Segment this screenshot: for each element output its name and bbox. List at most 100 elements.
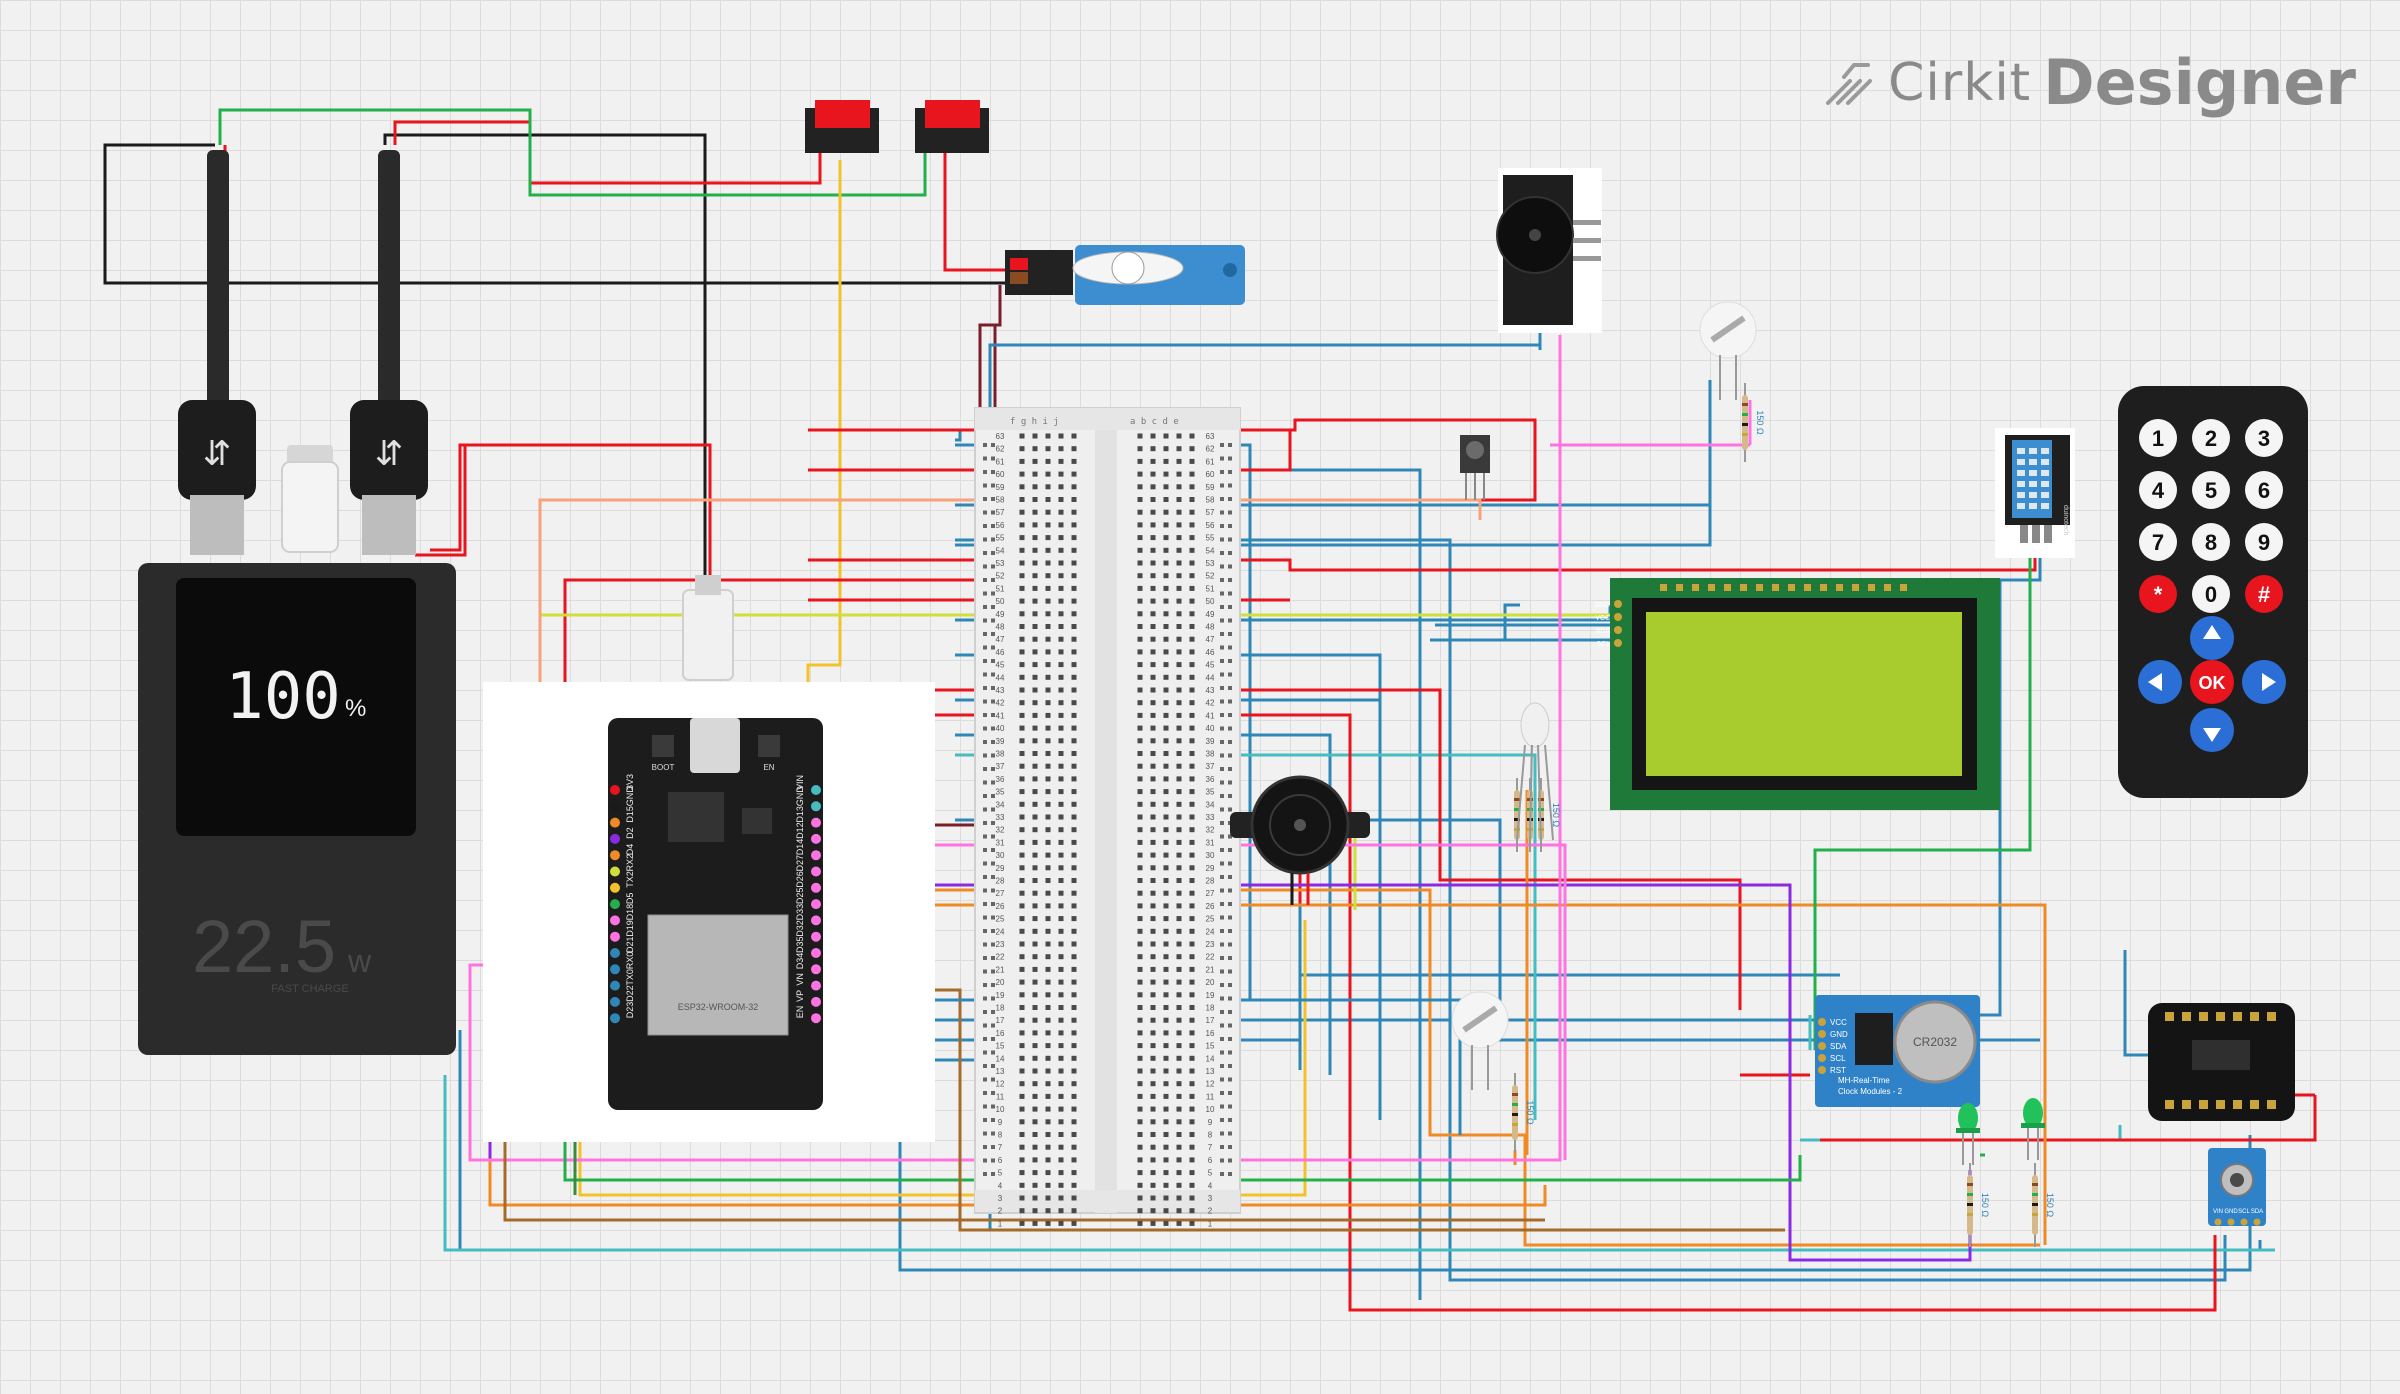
- breadboard-hole[interactable]: [1189, 560, 1195, 566]
- breadboard-hole[interactable]: [1045, 687, 1051, 693]
- breadboard-hole[interactable]: [1176, 979, 1182, 985]
- breadboard-hole[interactable]: [1071, 471, 1077, 477]
- rail-hole[interactable]: [1228, 807, 1232, 812]
- rail-hole[interactable]: [1228, 672, 1232, 677]
- breadboard-hole[interactable]: [1071, 598, 1077, 604]
- breadboard-hole[interactable]: [1019, 839, 1025, 845]
- breadboard-hole[interactable]: [1071, 941, 1077, 947]
- breadboard-hole[interactable]: [1163, 878, 1169, 883]
- breadboard-hole[interactable]: [1163, 763, 1169, 769]
- mlx-pin[interactable]: [2227, 1218, 2235, 1226]
- breadboard-hole[interactable]: [1163, 839, 1169, 845]
- breadboard-hole[interactable]: [1150, 1170, 1156, 1176]
- breadboard-hole[interactable]: [1045, 725, 1051, 731]
- breadboard-hole[interactable]: [1137, 979, 1143, 985]
- rail-hole[interactable]: [991, 1010, 995, 1014]
- breadboard-hole[interactable]: [1137, 1030, 1143, 1036]
- esp32-pin[interactable]: [811, 899, 821, 910]
- rail-hole[interactable]: [983, 443, 987, 447]
- breadboard-hole[interactable]: [1058, 1043, 1064, 1049]
- breadboard-hole[interactable]: [1189, 598, 1195, 604]
- breadboard-hole[interactable]: [1163, 1043, 1169, 1049]
- breadboard-hole[interactable]: [1058, 433, 1064, 439]
- breadboard-hole[interactable]: [1176, 1195, 1182, 1201]
- breadboard-hole[interactable]: [1019, 992, 1025, 998]
- breadboard-hole[interactable]: [1071, 573, 1077, 579]
- rail-hole[interactable]: [983, 807, 987, 812]
- breadboard-hole[interactable]: [1071, 700, 1077, 706]
- breadboard-hole[interactable]: [1058, 1093, 1064, 1099]
- breadboard-hole[interactable]: [1150, 1220, 1156, 1226]
- rail-hole[interactable]: [1228, 1010, 1232, 1014]
- breadboard-hole[interactable]: [1189, 827, 1195, 833]
- breadboard-hole[interactable]: [1189, 763, 1195, 769]
- breadboard-hole[interactable]: [1176, 712, 1182, 718]
- breadboard-hole[interactable]: [1071, 852, 1077, 858]
- rail-hole[interactable]: [983, 767, 987, 771]
- rail-hole[interactable]: [1228, 1091, 1232, 1095]
- rail-hole[interactable]: [1228, 1023, 1232, 1028]
- breadboard-hole[interactable]: [1150, 1208, 1156, 1214]
- rail-hole[interactable]: [1228, 605, 1232, 609]
- rail-hole[interactable]: [1220, 686, 1224, 690]
- breadboard-hole[interactable]: [1176, 763, 1182, 769]
- breadboard-hole[interactable]: [1071, 1157, 1077, 1163]
- rail-hole[interactable]: [991, 915, 995, 920]
- rail-hole[interactable]: [983, 591, 987, 596]
- breadboard-hole[interactable]: [1176, 674, 1182, 680]
- rail-hole[interactable]: [983, 753, 987, 758]
- rail-hole[interactable]: [983, 1050, 987, 1055]
- breadboard-hole[interactable]: [1189, 1170, 1195, 1176]
- breadboard-hole[interactable]: [1137, 966, 1143, 972]
- rail-hole[interactable]: [1220, 753, 1224, 758]
- breadboard-hole[interactable]: [1176, 1093, 1182, 1099]
- rail-hole[interactable]: [1220, 497, 1224, 501]
- breadboard-hole[interactable]: [1071, 611, 1077, 617]
- breadboard-hole[interactable]: [1189, 1182, 1195, 1188]
- breadboard-hole[interactable]: [1058, 446, 1064, 452]
- esp32-pin[interactable]: [811, 915, 821, 926]
- breadboard-hole[interactable]: [1032, 560, 1038, 566]
- rail-hole[interactable]: [1220, 821, 1224, 825]
- breadboard-hole[interactable]: [1019, 560, 1025, 566]
- breadboard-hole[interactable]: [1071, 446, 1077, 452]
- breadboard-hole[interactable]: [1137, 1220, 1143, 1226]
- breadboard-hole[interactable]: [1058, 916, 1064, 922]
- breadboard-hole[interactable]: [1071, 878, 1077, 883]
- breadboard-hole[interactable]: [1058, 687, 1064, 693]
- rail-hole[interactable]: [1228, 956, 1232, 960]
- breadboard-hole[interactable]: [1150, 789, 1156, 795]
- rail-hole[interactable]: [983, 537, 987, 542]
- breadboard-hole[interactable]: [1163, 1017, 1169, 1023]
- breadboard-hole[interactable]: [1071, 916, 1077, 922]
- breadboard-hole[interactable]: [1189, 1208, 1195, 1214]
- breadboard-hole[interactable]: [1176, 598, 1182, 604]
- breadboard-hole[interactable]: [1189, 1220, 1195, 1226]
- breadboard-hole[interactable]: [1163, 1030, 1169, 1036]
- breadboard-hole[interactable]: [1071, 814, 1077, 820]
- breadboard-hole[interactable]: [1032, 522, 1038, 528]
- esp32-pin[interactable]: [811, 980, 821, 991]
- breadboard-hole[interactable]: [1058, 1220, 1064, 1226]
- breadboard-hole[interactable]: [1189, 712, 1195, 718]
- breadboard-hole[interactable]: [1045, 560, 1051, 566]
- rtc-pin[interactable]: [1818, 1018, 1826, 1026]
- breadboard-hole[interactable]: [1071, 636, 1077, 642]
- rail-hole[interactable]: [991, 470, 995, 474]
- rail-hole[interactable]: [983, 564, 987, 569]
- breadboard-hole[interactable]: [1163, 509, 1169, 515]
- rail-hole[interactable]: [991, 969, 995, 974]
- rail-hole[interactable]: [1220, 848, 1224, 852]
- breadboard-hole[interactable]: [1150, 1081, 1156, 1087]
- breadboard-hole[interactable]: [1176, 1157, 1182, 1163]
- breadboard-hole[interactable]: [1150, 1005, 1156, 1010]
- breadboard-hole[interactable]: [1150, 801, 1156, 807]
- breadboard-hole[interactable]: [1189, 1043, 1195, 1049]
- breadboard-hole[interactable]: [1163, 687, 1169, 693]
- rail-hole[interactable]: [1220, 875, 1224, 879]
- breadboard-hole[interactable]: [1189, 789, 1195, 795]
- breadboard-hole[interactable]: [1176, 1043, 1182, 1049]
- breadboard-hole[interactable]: [1163, 1170, 1169, 1176]
- breadboard-hole[interactable]: [1019, 916, 1025, 922]
- breadboard-hole[interactable]: [1150, 1043, 1156, 1049]
